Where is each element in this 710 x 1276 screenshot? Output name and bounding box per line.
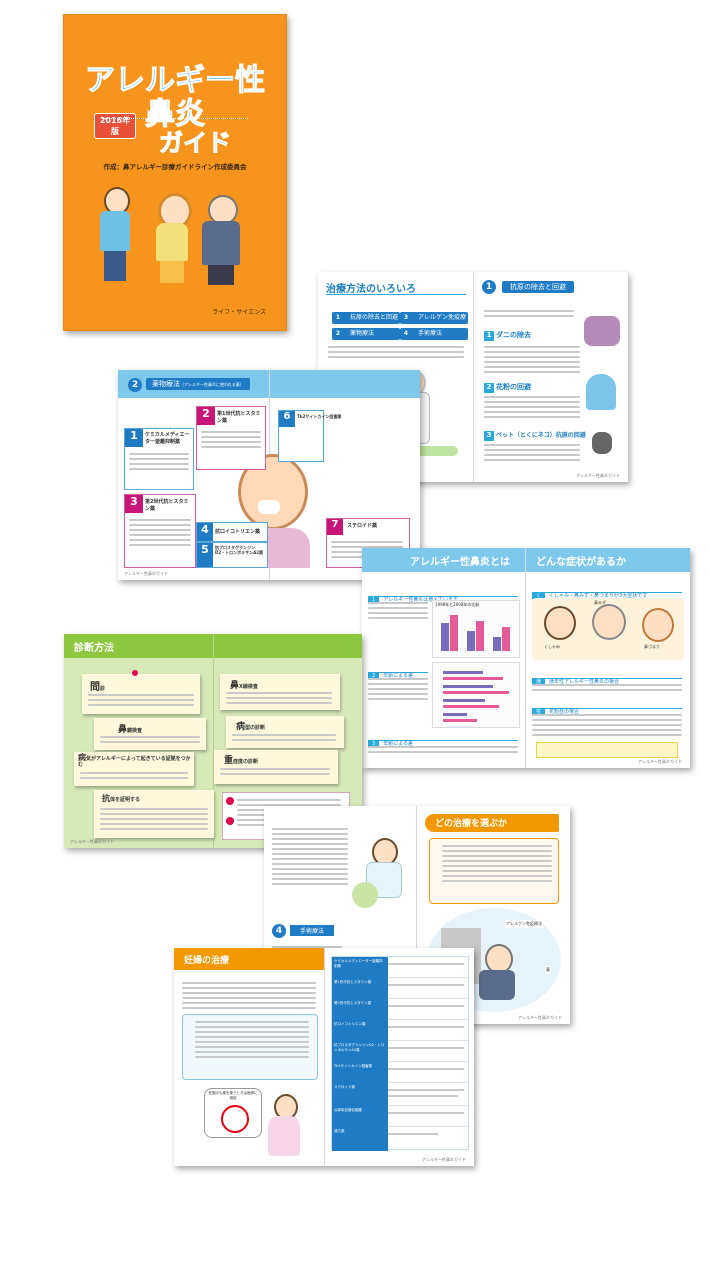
page-title: 治療方法のいろいろ [326,284,416,295]
method-item-3: 3アレルゲン免疫療法 [400,312,468,333]
page-title: アレルギー性鼻炎とは [410,557,510,568]
section-header: 1 抗原の除去と回避 [482,278,602,296]
table-row: ステロイド薬 [332,1083,468,1109]
pregnant-woman-illustration: 妊娠中も薬を使うときは医師に相談 [204,1088,314,1158]
pregnancy-points-box [182,1014,318,1080]
comparison-chart: 1998年と2008年の比較 [432,600,520,658]
diagnosis-card-evidence: 病気がアレルギーによって起きている証拠をつかむ [74,752,194,786]
drug-card-5: 5 抗プロスタグランジンD2・トロンボキサンA2薬 [196,542,268,568]
spread-pregnancy: 妊婦の治療 妊娠中も薬を使うときは医師に相談 ケミカルメディエーター遊離抑制薬 … [174,948,474,1166]
cover-publisher: ライフ・サイエンス [212,309,266,316]
horizontal-bar-chart [432,662,520,728]
table-row: 抗ロイコトリエン薬 [332,1020,468,1044]
subhead-perennial: 通通年性アレルギー性鼻炎の場合 [532,668,682,685]
cover-author: 作成：鼻アレルギー診療ガイドライン作成委員会 [103,163,247,171]
diagnosis-card-type: 病型の診断 [226,716,344,748]
vacuum-illustration [584,316,620,346]
table-row: 抗プロスタグランジンD2・トロンボキサンA2薬 [332,1041,468,1065]
section-header: 2 薬物療法（アレルギー性鼻炎に使われる薬） [128,376,268,394]
cover-page: アレルギー性 鼻炎 2016年版 ガイド 作成：鼻アレルギー診療ガイドライン作成… [63,14,287,331]
table-row: 点鼻用血管収縮薬 [332,1106,468,1130]
table-row: ケミカルメディエーター遊離抑制薬 [332,957,468,981]
table-row: 第2世代抗ヒスタミン薬 [332,999,468,1023]
table-row: 漢方薬 [332,1127,468,1151]
subhead-three-symptoms: くくしゃみ・鼻みず・鼻づまりが3大症状です [532,582,682,599]
cover-illustration [96,175,256,295]
cover-title-line1: アレルギー性 [85,63,266,99]
diagnosis-card-severity: 重症度の診断 [214,750,338,784]
table-row: Th2サイトカイン阻害薬 [332,1062,468,1086]
table-row: 第1世代抗ヒスタミン薬 [332,978,468,1002]
edition-badge: 2016年版 [94,113,136,139]
drug-card-4: 4 抗ロイコトリエン薬 [196,522,268,542]
diagnosis-card-xray: 鼻X線検査 [220,674,340,710]
section-header-surgery: 4 手術療法 [272,924,412,938]
choice-box [429,838,559,904]
drug-card-6: 6 Th2サイトカイン阻害薬 [278,410,341,462]
cover-title-line2: 鼻炎 [145,97,206,133]
diagnosis-card-interview: 問診 [82,670,200,714]
diagnosis-card-antibody: 抗体を証明する [94,790,214,838]
cover-title-line3: ガイド [159,129,232,158]
cover-divider [102,118,248,120]
drug-card-2: 2 第1世代抗ヒスタミン薬 [196,406,266,470]
drug-card-1: 1 ケミカルメディエーター遊離抑制薬 [124,428,194,490]
drug-card-3: 3 第2世代抗ヒスタミン薬 [124,494,196,568]
cat-illustration [592,432,612,454]
subhead-pollinosis: 花花粉症の場合 [532,698,682,715]
page-title: 診断方法 [74,643,114,654]
nurse-illustration [352,836,410,916]
drug-safety-table: ケミカルメディエーター遊離抑制薬 第1世代抗ヒスタミン薬 第2世代抗ヒスタミン薬… [331,956,469,1151]
mask-person-illustration [586,374,616,410]
page-title: どんな症状があるか [536,557,626,568]
three-symptoms-illustration: くしゃみ 鼻みず 鼻づまり [532,598,684,660]
note-box [536,742,678,758]
page-title: 妊婦の治療 [184,956,230,966]
diagnosis-card-rhinoscopy: 鼻鏡検査 [94,718,206,750]
spread-drugs: 2 薬物療法（アレルギー性鼻炎に使われる薬） 1 ケミカルメディエーター遊離抑制… [118,370,420,580]
title-banner: どの治療を選ぶか [425,814,559,832]
no-drug-sign: 妊娠中も薬を使うときは医師に相談 [204,1088,262,1138]
